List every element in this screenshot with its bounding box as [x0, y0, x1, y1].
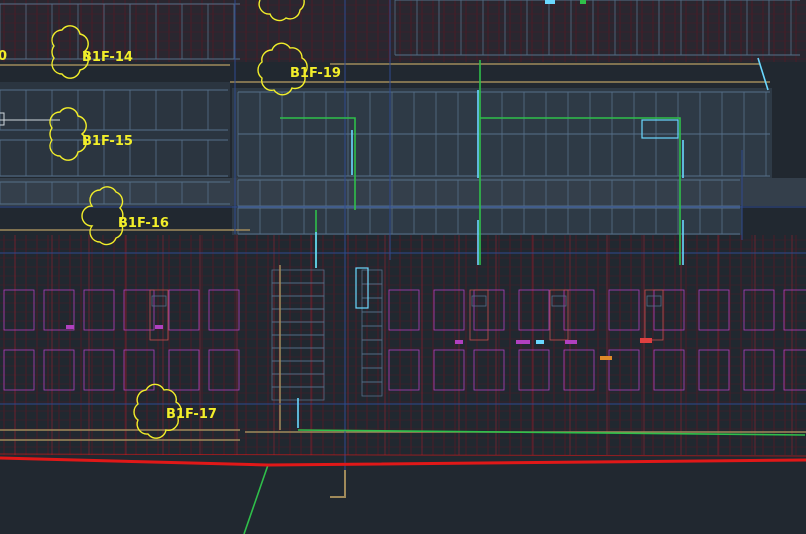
room-outline — [743, 349, 775, 391]
core-box — [151, 295, 167, 307]
room-outline — [208, 289, 240, 331]
room-outline — [743, 289, 775, 331]
room-outline — [168, 289, 200, 331]
parking-zone-upper — [0, 0, 806, 235]
revision-cloud-b1f-19[interactable]: B1F-19 — [257, 42, 341, 96]
room-outline — [563, 349, 595, 391]
room-outline — [783, 349, 806, 391]
revision-label: B1F-14 — [82, 50, 133, 65]
room-outline — [3, 289, 35, 331]
edge-callout-box — [0, 112, 5, 126]
revision-cloud-outline — [51, 25, 89, 79]
revision-cloud-b1f-14[interactable]: B1F-14 — [51, 25, 133, 79]
parking-stalls — [0, 0, 800, 401]
room-outline — [433, 289, 465, 331]
core-box — [469, 289, 489, 341]
room-outline — [698, 289, 730, 331]
room-outline — [123, 349, 155, 391]
room-outline — [653, 289, 685, 331]
core-box — [471, 295, 487, 307]
room-outline — [208, 349, 240, 391]
room-outline — [168, 349, 200, 391]
room-outline — [473, 289, 505, 331]
core-box — [646, 295, 662, 307]
room-outline — [698, 349, 730, 391]
core-box — [551, 295, 567, 307]
room-outline — [83, 349, 115, 391]
revision-cloud-b1f-15[interactable]: B1F-15 — [49, 107, 133, 161]
room-outline — [518, 349, 550, 391]
revision-cloud-b1f-16[interactable]: B1F-16 — [81, 186, 169, 246]
room-outline — [388, 349, 420, 391]
revision-cloud-outline — [133, 383, 182, 439]
revision-label: B1F-19 — [290, 66, 341, 81]
core-box — [644, 289, 664, 341]
grid-lines — [0, 0, 806, 470]
revision-cloud-outline — [81, 186, 124, 246]
room-outline — [563, 289, 595, 331]
section-marker — [330, 470, 346, 498]
red-boundary — [0, 453, 806, 467]
green-pipes — [0, 60, 806, 534]
revision-cloud-outline — [49, 107, 87, 161]
edge-label-fragment: 0 — [0, 49, 7, 64]
revision-cloud-outline — [258, 0, 305, 22]
revision-label: B1F-17 — [166, 407, 217, 422]
room-outline — [83, 289, 115, 331]
stall-box — [361, 381, 383, 397]
wall-hatching — [0, 0, 806, 455]
room-outline — [433, 349, 465, 391]
equipment-marks — [66, 0, 652, 360]
revision-label: B1F-16 — [118, 216, 169, 231]
cyan-risers — [297, 57, 769, 428]
core-box — [549, 289, 569, 341]
revision-cloud-outline — [257, 42, 308, 96]
room-outline — [3, 349, 35, 391]
room-outline — [473, 349, 505, 391]
core-box — [149, 289, 169, 341]
room-outline — [608, 349, 640, 391]
revision-cloud-partial[interactable] — [258, 0, 305, 22]
lower-rooms — [3, 289, 806, 391]
revision-label: B1F-15 — [82, 134, 133, 149]
room-outline — [43, 289, 75, 331]
room-outline — [43, 349, 75, 391]
room-outline — [653, 349, 685, 391]
room-outline — [608, 289, 640, 331]
room-outline — [518, 289, 550, 331]
room-outline — [123, 289, 155, 331]
revision-cloud-b1f-17[interactable]: B1F-17 — [133, 383, 217, 439]
room-outline — [388, 289, 420, 331]
room-outline — [783, 289, 806, 331]
